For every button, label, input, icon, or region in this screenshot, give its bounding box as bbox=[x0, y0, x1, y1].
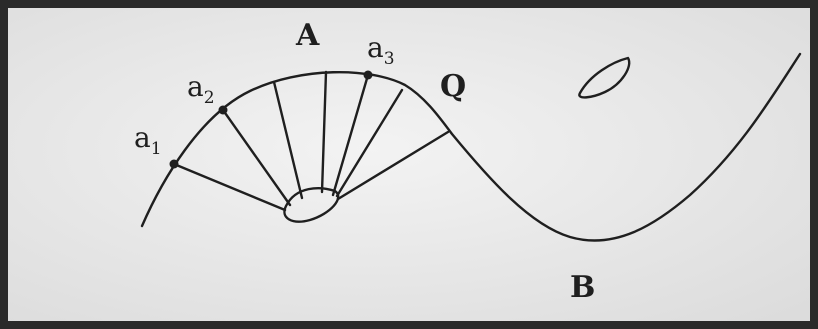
label-Q: Q bbox=[440, 69, 466, 104]
source-blob bbox=[283, 187, 340, 223]
label-a3-base: a bbox=[367, 31, 384, 64]
label-a1-sub: 1 bbox=[151, 139, 162, 159]
label-a2: a2 bbox=[187, 70, 215, 108]
ray-3 bbox=[272, 80, 304, 200]
label-a2-sub: 2 bbox=[204, 88, 215, 108]
label-A: A bbox=[295, 18, 320, 53]
label-a3-sub: 3 bbox=[384, 49, 395, 69]
label-a3: a3 bbox=[367, 31, 395, 69]
ray-7 bbox=[336, 130, 450, 201]
point-a2 bbox=[218, 105, 228, 115]
paper-background bbox=[8, 8, 810, 321]
ray-4 bbox=[320, 70, 328, 194]
point-a3 bbox=[363, 70, 373, 80]
label-a1: a1 bbox=[134, 121, 162, 159]
label-a1-base: a bbox=[134, 121, 151, 154]
main-curve bbox=[140, 52, 802, 242]
label-B: B bbox=[570, 270, 595, 305]
label-a2-base: a bbox=[187, 70, 204, 103]
ray-2 bbox=[221, 108, 292, 207]
isolated-loop bbox=[578, 56, 631, 99]
ray-1 bbox=[172, 162, 287, 212]
ray-5 bbox=[331, 73, 370, 197]
ray-6 bbox=[335, 88, 404, 198]
point-a1 bbox=[169, 159, 179, 169]
